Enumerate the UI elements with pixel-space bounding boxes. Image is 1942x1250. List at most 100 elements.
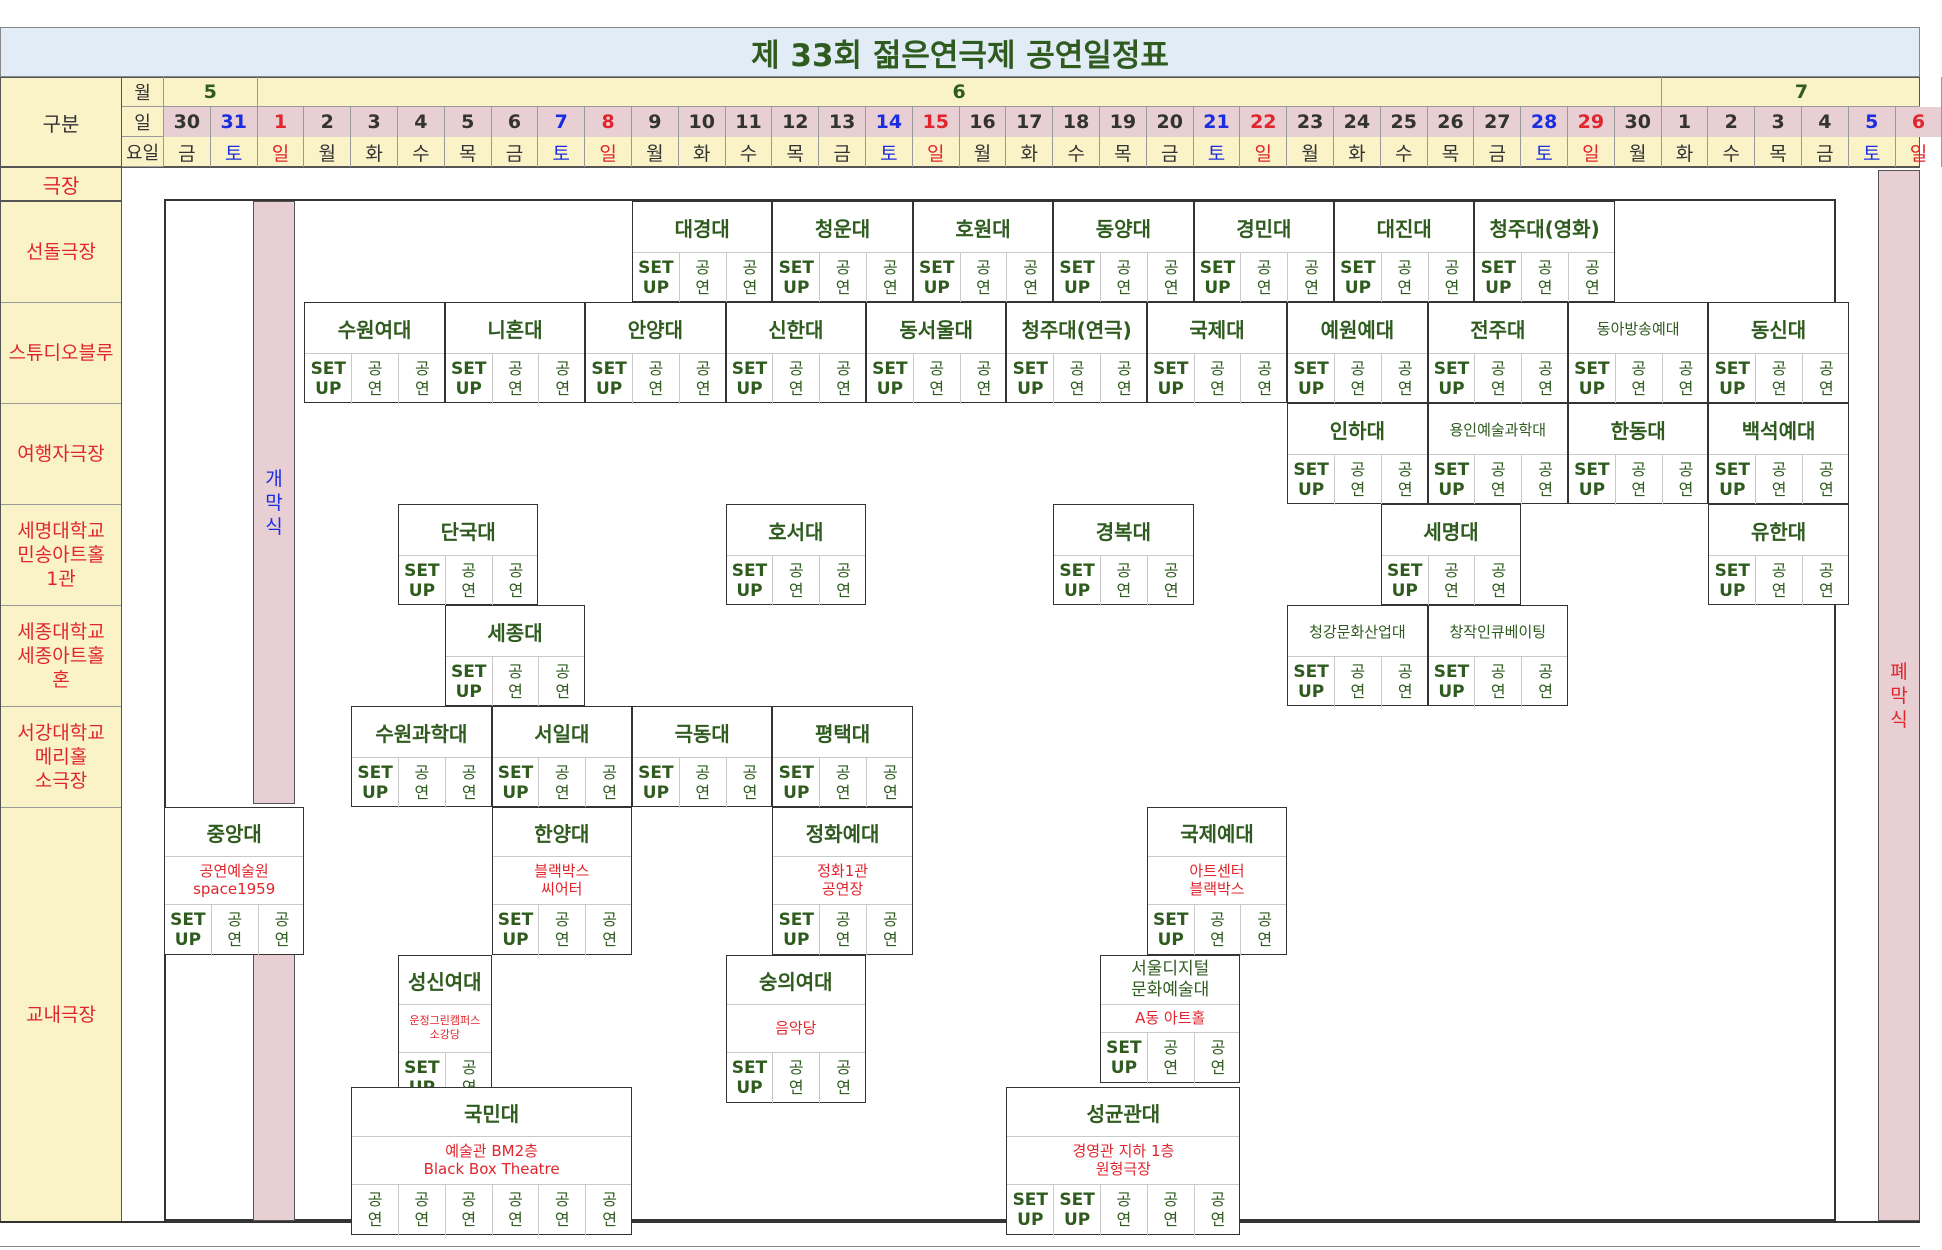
- weekday-cell: 월: [304, 137, 352, 167]
- setup-slot: SET UP: [352, 757, 399, 808]
- setup-slot: SET UP: [773, 757, 821, 808]
- setup-slot: SET UP: [1475, 252, 1523, 303]
- block-school-name: 한양대: [492, 808, 631, 857]
- day-cell: 11: [725, 107, 773, 137]
- show-slot: 공 연: [1397, 358, 1413, 398]
- venue-label: 여행자극장: [1, 404, 121, 505]
- block-school-name: 단국대: [399, 505, 538, 556]
- show-slot: 공 연: [961, 252, 1008, 303]
- block-school-name: 안양대: [586, 303, 725, 354]
- weekday-cell: 일: [585, 137, 632, 167]
- block-school-name: 경민대: [1194, 202, 1333, 253]
- day-cell: 10: [678, 107, 726, 137]
- setup-slot: SET UP: [1429, 353, 1476, 404]
- venue-label: 교내극장: [1, 808, 121, 1222]
- show-slot: 공 연: [1397, 459, 1413, 499]
- setup-slot: SET UP: [727, 1052, 774, 1104]
- month-cell: 5: [164, 77, 258, 107]
- setup-slot: SET UP: [1288, 656, 1335, 707]
- setup-slot: SET UP: [633, 757, 680, 808]
- block-school-name: 숭의여대: [726, 956, 865, 1005]
- weekday-cell: 금: [492, 137, 539, 167]
- show-slot: 공 연: [742, 257, 758, 297]
- day-cell: 7: [538, 107, 586, 137]
- weekday-cell: 월: [960, 137, 1007, 167]
- weekday-cell: 토: [1194, 137, 1241, 167]
- opening-bar-lower: [253, 954, 295, 1221]
- day-cell: 6: [1895, 107, 1942, 137]
- weekday-cell: 토: [866, 137, 913, 167]
- show-slot: 공 연: [493, 353, 540, 404]
- weekday-cell: 화: [1662, 137, 1709, 167]
- show-slot: 공 연: [1195, 904, 1242, 956]
- show-slot: 공 연: [602, 910, 617, 949]
- day-cell: 1: [1661, 107, 1709, 137]
- show-slot: 공 연: [1101, 555, 1148, 606]
- show-slot: 공 연: [1616, 353, 1663, 404]
- show-slot: 공 연: [1475, 353, 1523, 404]
- setup-slot: SET UP: [1288, 353, 1335, 404]
- closing-ceremony-bar: 폐 막 식: [1878, 170, 1920, 1221]
- setup-slot: SET UP: [1288, 454, 1335, 505]
- bottom-border: [0, 1221, 1920, 1247]
- day-cell: 31: [210, 107, 258, 137]
- show-slot: 공 연: [1522, 252, 1569, 303]
- block-school-name: 전주대: [1428, 303, 1567, 354]
- show-slot: 공 연: [493, 1184, 540, 1236]
- weekday-cell: 화: [1334, 137, 1381, 167]
- weekday-cell: 수: [1708, 137, 1756, 167]
- weekday-cell: 수: [398, 137, 445, 167]
- setup-slot: SET UP: [1101, 1032, 1148, 1084]
- day-cell: 17: [1006, 107, 1054, 137]
- setup-slot: SET UP: [633, 252, 680, 303]
- block-school-name: 인하대: [1288, 404, 1427, 455]
- show-slot: 공 연: [461, 762, 477, 802]
- block-school-name: 호서대: [726, 505, 865, 556]
- show-slot: 공 연: [742, 762, 758, 802]
- show-slot: 공 연: [352, 353, 399, 404]
- show-slot: 공 연: [1538, 661, 1553, 701]
- show-slot: 공 연: [1756, 555, 1803, 606]
- show-slot: 공 연: [493, 656, 540, 707]
- setup-slot: SET UP: [305, 353, 353, 404]
- show-slot: 공 연: [836, 358, 851, 398]
- block-school-name: 대진대: [1335, 202, 1474, 253]
- block-school-name: 서울디지털 문화예술대: [1101, 956, 1240, 1005]
- show-slot: 공 연: [883, 762, 898, 802]
- show-slot: 공 연: [1101, 1184, 1148, 1236]
- day-cell: 19: [1100, 107, 1147, 137]
- block-school-name: 동서울대: [867, 303, 1006, 354]
- show-slot: 공 연: [773, 1052, 821, 1104]
- weekday-cell: 화: [679, 137, 726, 167]
- show-slot: 공 연: [1678, 358, 1694, 398]
- setup-slot: SET UP: [1429, 454, 1476, 505]
- show-slot: 공 연: [773, 555, 821, 606]
- weekday-cell: 목: [772, 137, 820, 167]
- venue-label: 선돌극장: [1, 202, 121, 303]
- block-school-name: 동양대: [1054, 202, 1193, 253]
- show-slot: 공 연: [1148, 1184, 1195, 1236]
- setup-slot: SET UP: [165, 904, 212, 956]
- weekday-cell: 목: [1100, 137, 1147, 167]
